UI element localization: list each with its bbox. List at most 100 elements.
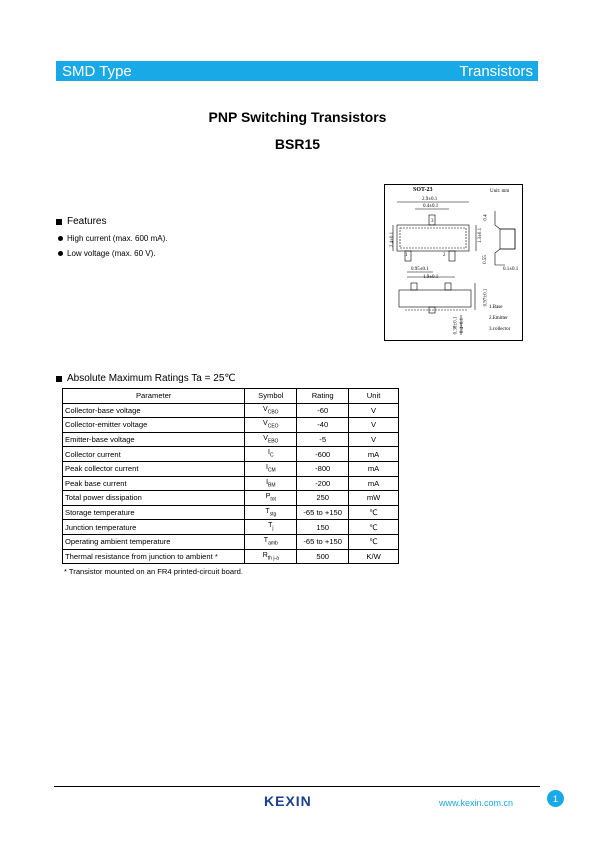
column-header-rating: Rating <box>296 388 350 404</box>
ratings-table: Parameter Symbol Rating Unit Collector-b… <box>61 388 399 565</box>
kexin-logo: KEXIN <box>264 793 312 809</box>
footer-divider <box>54 786 540 787</box>
bullet-icon <box>58 236 63 241</box>
cell-parameter: Thermal resistance from junction to ambi… <box>61 548 246 565</box>
package-name: SOT-23 <box>413 187 433 193</box>
table-row: Thermal resistance from junction to ambi… <box>61 548 399 565</box>
cell-rating: -65 to +150 <box>296 504 350 521</box>
pin-label-base: 1.Base <box>489 305 503 310</box>
part-number: BSR15 <box>274 136 321 152</box>
cell-rating: -5 <box>296 431 350 448</box>
cell-unit: mA <box>348 475 399 492</box>
cell-parameter: Operating ambient temperature <box>61 533 246 550</box>
document-title: PNP Switching Transistors <box>208 109 387 125</box>
cell-unit: V <box>348 417 399 433</box>
package-drawing: SOT-23 Unit: mm 2.9±0.1 0.4±0.1 2.4±0.1 … <box>384 184 523 341</box>
header-product-type: Transistors <box>459 62 533 80</box>
cell-parameter: Junction temperature <box>61 519 246 535</box>
cell-parameter: Collector-base voltage <box>61 402 246 419</box>
pin-label-emitter: 2.Emitter <box>489 316 508 321</box>
package-unit: Unit: mm <box>490 189 510 194</box>
column-header-parameter: Parameter <box>61 388 246 404</box>
dim-body-height: 1.3±0.1 <box>478 227 484 244</box>
cell-symbol: VCEO <box>244 417 298 433</box>
dim-top-inner: 0.4±0.1 <box>423 204 439 209</box>
pin-number-1: 1 <box>405 253 408 258</box>
cell-parameter: Emitter-base voltage <box>61 431 246 448</box>
cell-symbol: IC <box>244 446 298 462</box>
cell-symbol: Rth j-a <box>244 548 298 565</box>
feature-item: High current (max. 600 mA). <box>58 234 167 243</box>
cell-rating: -60 <box>296 402 350 419</box>
website-link[interactable]: www.kexin.com.cn <box>439 798 514 808</box>
cell-unit: ℃ <box>348 533 399 550</box>
cell-parameter: Peak base current <box>61 475 246 492</box>
cell-rating: -40 <box>296 417 350 433</box>
column-header-symbol: Symbol <box>244 388 298 404</box>
features-heading: Features <box>56 216 106 227</box>
dim-top-width: 2.9±0.1 <box>422 197 438 202</box>
cell-symbol: Tj <box>244 519 298 535</box>
dim-side-b: 0.55 <box>482 255 488 264</box>
column-header-unit: Unit <box>348 388 399 404</box>
cell-rating: -200 <box>296 475 350 492</box>
cell-symbol: Tstg <box>244 504 298 521</box>
cell-unit: mW <box>348 490 399 506</box>
dim-bottom-a: 0.97±0.1 <box>483 288 489 307</box>
dim-pad-width: 0.95±0.1 <box>411 267 429 272</box>
cell-rating: -65 to +150 <box>296 533 350 550</box>
cell-symbol: Tamb <box>244 533 298 550</box>
package-outline-svg <box>392 201 516 335</box>
cell-unit: mA <box>348 460 399 477</box>
cell-rating: -600 <box>296 446 350 462</box>
cell-parameter: Storage temperature <box>61 504 246 521</box>
cell-unit: V <box>348 431 399 448</box>
cell-unit: K/W <box>348 548 399 565</box>
cell-unit: V <box>348 402 399 419</box>
dim-bottom-c: 0.4+0.1 <box>460 317 466 334</box>
dim-side-c: 0.1±0.1 <box>503 267 519 272</box>
pin-label-collector: 3.collector <box>489 327 511 332</box>
header-category: SMD Type <box>62 62 132 80</box>
table-header-row: Parameter Symbol Rating Unit <box>61 388 399 404</box>
cell-parameter: Peak collector current <box>61 460 246 477</box>
cell-rating: 150 <box>296 519 350 535</box>
header-bar: SMD Type Transistors <box>56 61 538 81</box>
cell-parameter: Collector-emitter voltage <box>61 417 246 433</box>
cell-symbol: VCBO <box>244 402 298 419</box>
dim-side-a: 0.4 <box>483 214 489 221</box>
pin-number-3: 3 <box>431 219 434 224</box>
footnote: * Transistor mounted on an FR4 printed-c… <box>64 567 243 576</box>
cell-symbol: ICM <box>244 460 298 477</box>
cell-rating: -800 <box>296 460 350 477</box>
ratings-heading: Absolute Maximum Ratings Ta = 25℃ <box>56 373 236 384</box>
cell-parameter: Total power dissipation <box>61 490 246 506</box>
cell-symbol: Ptot <box>244 490 298 506</box>
dim-bottom-b: 0.38±0.1 <box>453 316 459 335</box>
feature-item: Low voltage (max. 60 V). <box>58 249 155 258</box>
cell-parameter: Collector current <box>61 446 246 462</box>
dim-height-left: 2.4±0.1 <box>390 231 396 248</box>
cell-rating: 500 <box>296 548 350 565</box>
cell-rating: 250 <box>296 490 350 506</box>
pin-number-2: 2 <box>443 253 446 258</box>
page-number-badge: 1 <box>547 790 564 807</box>
ratings-heading-text: Absolute Maximum Ratings Ta = 25℃ <box>67 373 236 384</box>
cell-symbol: VEBO <box>244 431 298 448</box>
features-heading-text: Features <box>67 216 107 227</box>
cell-unit: ℃ <box>348 519 399 535</box>
cell-unit: mA <box>348 446 399 462</box>
bullet-icon <box>58 251 63 256</box>
cell-symbol: IBM <box>244 475 298 492</box>
cell-unit: ℃ <box>348 504 399 521</box>
